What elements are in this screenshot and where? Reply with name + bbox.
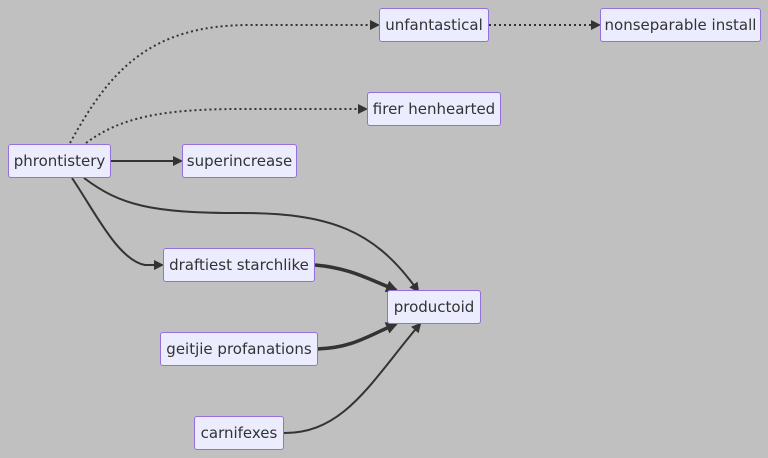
node-label: productoid <box>393 298 475 316</box>
node-nonseparable-install[interactable]: nonseparable install <box>600 8 761 42</box>
node-firer-henhearted[interactable]: firer henhearted <box>367 92 501 126</box>
edge-phrontistery-draftiest-starchlike <box>71 177 164 270</box>
edge-phrontistery-productoid <box>83 177 420 293</box>
edge-geitjie-profanations-productoid <box>316 322 399 351</box>
node-productoid[interactable]: productoid <box>387 290 481 324</box>
node-label: geitjie profanations <box>166 340 312 358</box>
node-phrontistery[interactable]: phrontistery <box>8 144 111 178</box>
node-label: unfantastical <box>385 16 483 34</box>
node-label: firer henhearted <box>372 100 496 118</box>
edge-phrontistery-unfantastical <box>69 20 380 144</box>
edge-draftiest-starchlike-productoid <box>314 263 399 293</box>
node-unfantastical[interactable]: unfantastical <box>379 8 489 42</box>
node-geitjie-profanations[interactable]: geitjie profanations <box>160 332 318 366</box>
node-label: draftiest starchlike <box>169 256 309 274</box>
node-label: nonseparable install <box>604 16 757 34</box>
node-carnifexes[interactable]: carnifexes <box>194 416 284 450</box>
node-draftiest-starchlike[interactable]: draftiest starchlike <box>163 248 315 282</box>
node-superincrease[interactable]: superincrease <box>182 144 297 178</box>
node-label: carnifexes <box>200 424 278 442</box>
edge-phrontistery-firer-henhearted <box>85 104 368 144</box>
node-label: superincrease <box>186 152 293 170</box>
node-label: phrontistery <box>13 152 106 170</box>
edge-carnifexes-productoid <box>282 322 422 435</box>
